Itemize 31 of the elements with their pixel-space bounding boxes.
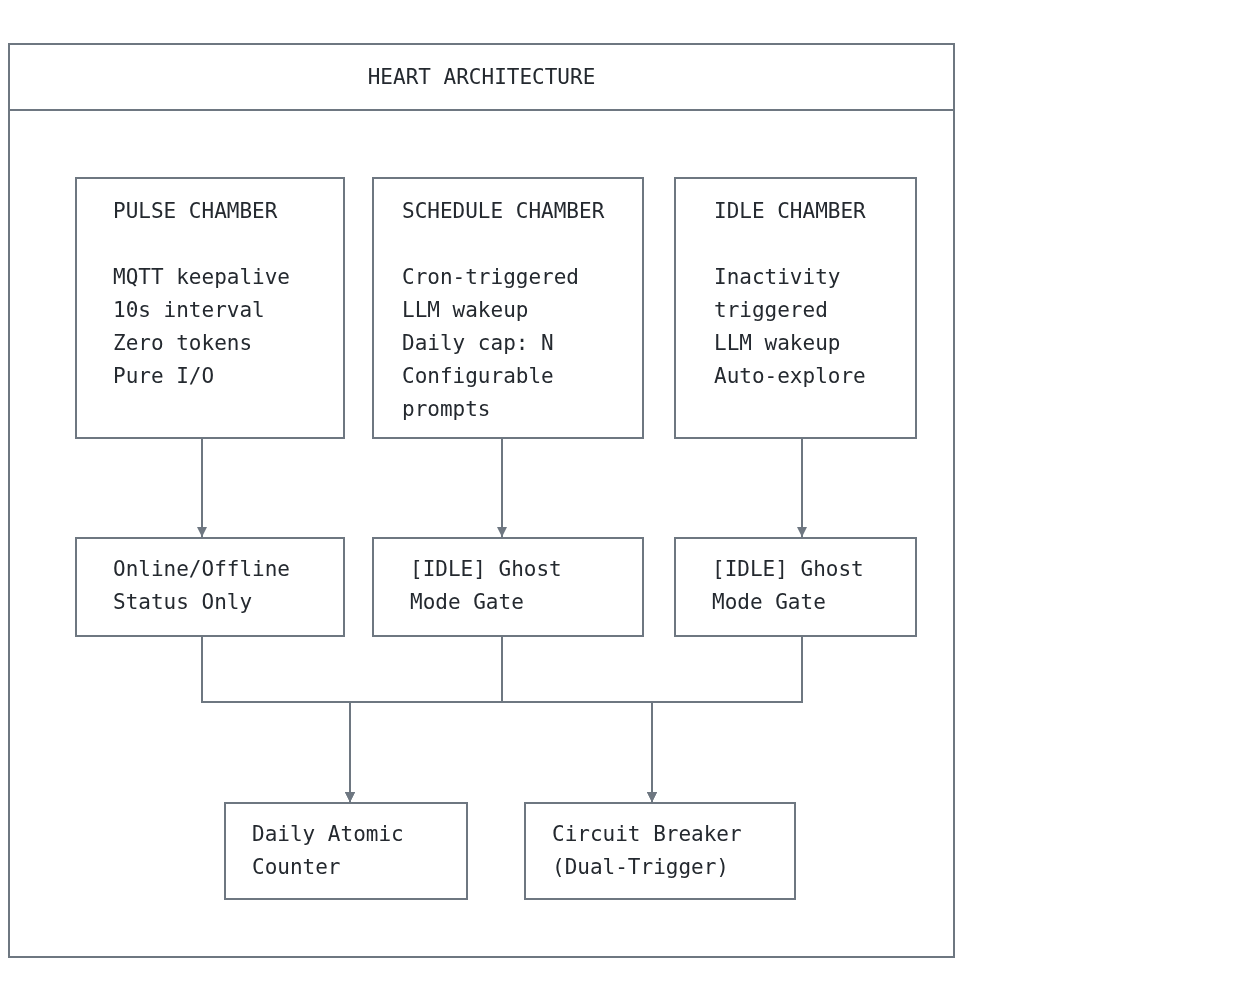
process-box (224, 802, 468, 900)
box-text: Daily Atomic Counter (252, 821, 405, 881)
box-heading: SCHEDULE CHAMBER (402, 198, 606, 225)
box-text: Configurable prompts (402, 363, 555, 423)
frame-heading: HEART ARCHITECTURE (367, 65, 596, 89)
box-text: [IDLE] Ghost Mode Gate (410, 556, 563, 616)
box-text: Daily cap: N (402, 330, 555, 357)
box-text: [IDLE] Ghost Mode Gate (712, 556, 865, 616)
box-text: Online/Offline Status Only (113, 556, 291, 616)
process-box (372, 537, 644, 637)
box-text: 10s interval (113, 297, 266, 324)
box-text: Cron-triggered LLM wakeup (402, 264, 580, 324)
arrow (797, 438, 807, 538)
box-text: Pure I/O (113, 363, 216, 390)
arrow (647, 636, 803, 803)
process-box (372, 177, 644, 439)
process-box (75, 537, 345, 637)
box-text: Circuit Breaker (Dual-Trigger) (552, 821, 743, 881)
process-box (674, 537, 917, 637)
process-box (674, 177, 917, 439)
process-box (75, 177, 345, 439)
arrow (197, 438, 207, 538)
box-heading: IDLE CHAMBER (714, 198, 867, 225)
box-text: Inactivity triggered LLM wakeup (714, 264, 842, 357)
diagram-frame (8, 43, 955, 958)
box-text: Auto-explore (714, 363, 867, 390)
box-text: MQTT keepalive (113, 264, 291, 291)
arrow (497, 438, 507, 538)
box-heading: PULSE CHAMBER (113, 198, 279, 225)
process-box (524, 802, 796, 900)
box-text: Zero tokens (113, 330, 254, 357)
